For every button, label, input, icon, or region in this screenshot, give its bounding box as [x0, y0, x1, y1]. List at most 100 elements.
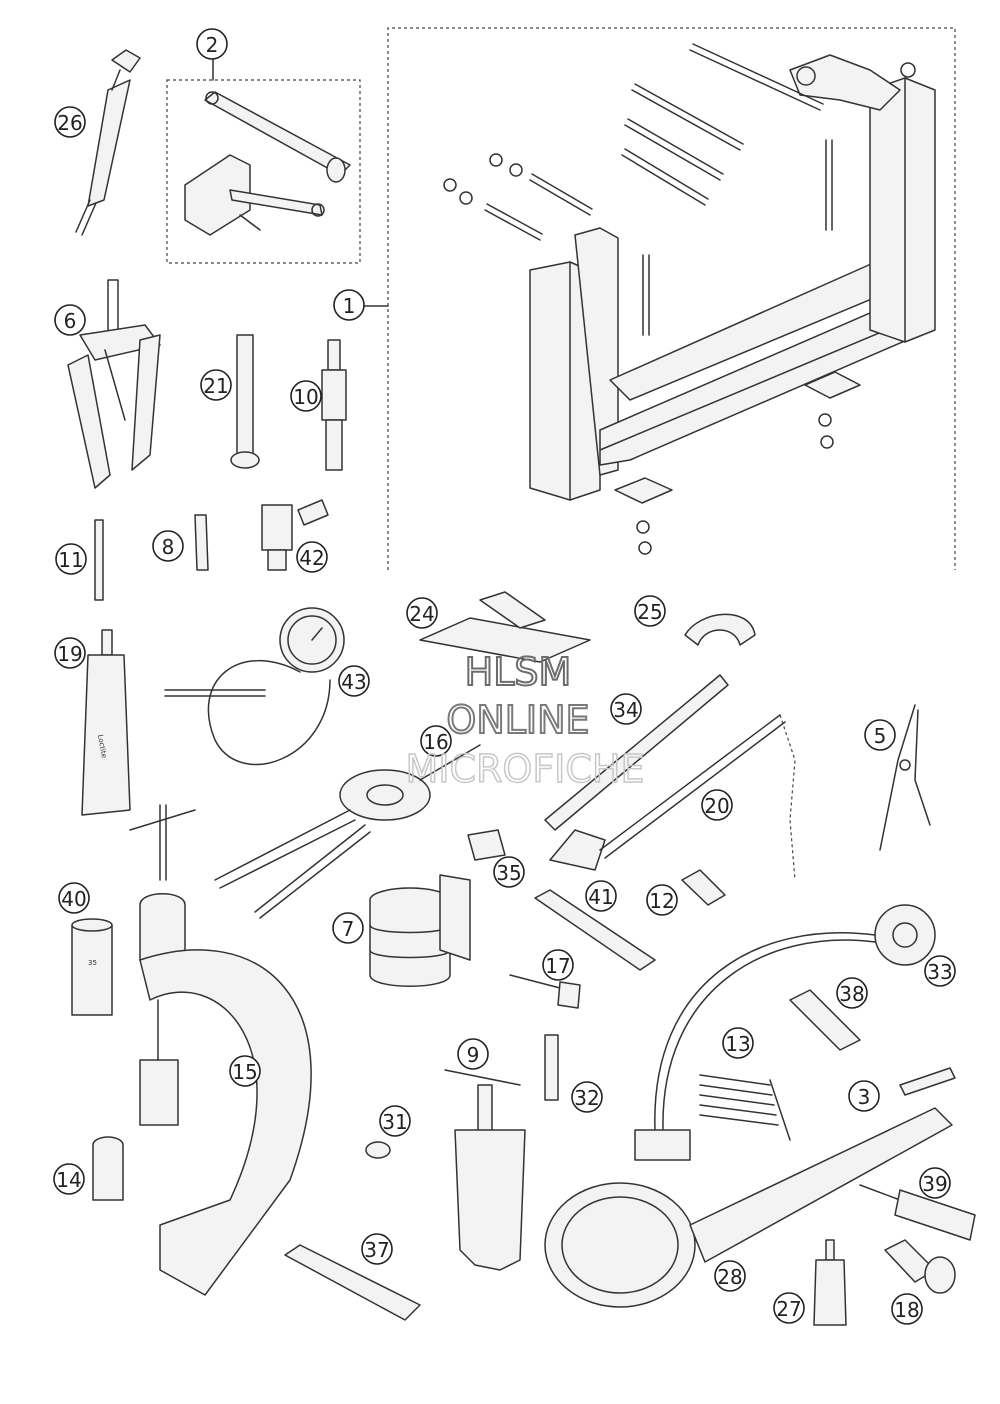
- callout-10: 10: [290, 380, 322, 412]
- callout-42: 42: [296, 541, 328, 573]
- callout-number: 17: [545, 954, 570, 978]
- part-38-punch: [789, 989, 861, 1051]
- callout-number: 15: [232, 1060, 257, 1084]
- part-2-group-frame: [166, 56, 361, 264]
- callout-circle: [196, 28, 228, 60]
- watermark-line-3: MICROFICHE: [405, 747, 644, 791]
- callout-21: 21: [200, 369, 232, 401]
- part-14-sleeve: [92, 1136, 124, 1201]
- part-11-pin: [94, 519, 104, 601]
- callout-circle: [457, 1038, 489, 1070]
- callout-number: 42: [299, 546, 324, 570]
- callout-number: 1: [343, 294, 356, 318]
- callout-19: 19: [54, 637, 86, 669]
- callout-1: 1: [333, 289, 365, 321]
- part-21-tool: [230, 334, 260, 469]
- callout-circle: [361, 1233, 393, 1265]
- callout-circle: [229, 1055, 261, 1087]
- callout-number: 34: [613, 698, 638, 722]
- callout-circle: [290, 380, 322, 412]
- callout-circle: [864, 719, 896, 751]
- callout-26: 26: [54, 106, 86, 138]
- callout-number: 20: [704, 794, 729, 818]
- callout-number: 28: [717, 1265, 742, 1289]
- callout-number: 41: [588, 885, 613, 909]
- part-25-clip: [684, 613, 756, 646]
- callout-circle: [493, 856, 525, 888]
- callout-number: 10: [293, 385, 318, 409]
- callout-13: 13: [722, 1027, 754, 1059]
- callout-number: 39: [922, 1172, 947, 1196]
- callout-number: 38: [839, 982, 864, 1006]
- part-43-gauge: [164, 607, 345, 766]
- part-2-tool-set: [184, 91, 351, 236]
- callout-number: 6: [64, 309, 77, 333]
- callout-circle: [585, 880, 617, 912]
- callout-number: 8: [162, 535, 175, 559]
- callout-circle: [54, 106, 86, 138]
- callout-circle: [152, 530, 184, 562]
- callout-33: 33: [924, 955, 956, 987]
- part-1-stand: [443, 43, 936, 555]
- callout-8: 8: [152, 530, 184, 562]
- part-35-nut: [467, 829, 506, 861]
- callout-circle: [773, 1292, 805, 1324]
- callout-circle: [296, 541, 328, 573]
- part-31-cap: [365, 1141, 391, 1159]
- part-8-tool: [194, 514, 209, 571]
- callout-3: 3: [848, 1080, 880, 1112]
- part-20-chain-wrench: [549, 714, 796, 881]
- callout-number: 7: [342, 917, 355, 941]
- callout-28: 28: [714, 1260, 746, 1292]
- callout-9: 9: [457, 1038, 489, 1070]
- bottle-19-label: Loctite: [96, 734, 108, 759]
- part-17-tool: [509, 974, 581, 1009]
- callout-number: 19: [57, 642, 82, 666]
- callout-number: 25: [637, 600, 662, 624]
- callout-circle: [836, 977, 868, 1009]
- callout-circle: [332, 912, 364, 944]
- part-3-rod: [899, 1067, 956, 1096]
- callout-circle: [610, 693, 642, 725]
- callout-number: 40: [61, 887, 86, 911]
- part-34-lever: [544, 674, 729, 831]
- callout-number: 14: [56, 1168, 81, 1192]
- part-42-fitting: [261, 499, 329, 571]
- callout-circle: [420, 725, 452, 757]
- callout-17: 17: [542, 949, 574, 981]
- callout-15: 15: [229, 1055, 261, 1087]
- callout-2: 2: [196, 28, 228, 60]
- part-37-bar: [284, 1244, 421, 1321]
- callout-circle: [406, 597, 438, 629]
- part-39-punch: [859, 1184, 976, 1241]
- watermark-line-2: ONLINE: [446, 698, 589, 742]
- callout-38: 38: [836, 977, 868, 1009]
- callout-18: 18: [891, 1293, 923, 1325]
- part-6-puller: [67, 279, 161, 489]
- part-7-ring-compressor: [369, 874, 471, 987]
- callout-circle: [646, 884, 678, 916]
- callout-number: 18: [894, 1298, 919, 1322]
- part-13-hex-keys: [699, 1074, 791, 1141]
- callout-5: 5: [864, 719, 896, 751]
- callout-circle: [714, 1260, 746, 1292]
- callout-number: 21: [203, 374, 228, 398]
- callout-circle: [722, 1027, 754, 1059]
- callout-number: 43: [341, 670, 366, 694]
- callout-35: 35: [493, 856, 525, 888]
- part-18-socket: [884, 1239, 956, 1294]
- callout-circle: [379, 1105, 411, 1137]
- callout-number: 27: [776, 1297, 801, 1321]
- callout-circle: [333, 289, 365, 321]
- callout-6: 6: [54, 304, 86, 336]
- callout-circle: [924, 955, 956, 987]
- callout-circle: [54, 304, 86, 336]
- part-28-filter-wrench: [544, 1107, 953, 1308]
- callout-32: 32: [571, 1081, 603, 1113]
- callout-37: 37: [361, 1233, 393, 1265]
- socket-40-label: 35: [88, 959, 97, 967]
- callout-number: 24: [409, 602, 434, 626]
- part-1-group-frame: [364, 27, 956, 570]
